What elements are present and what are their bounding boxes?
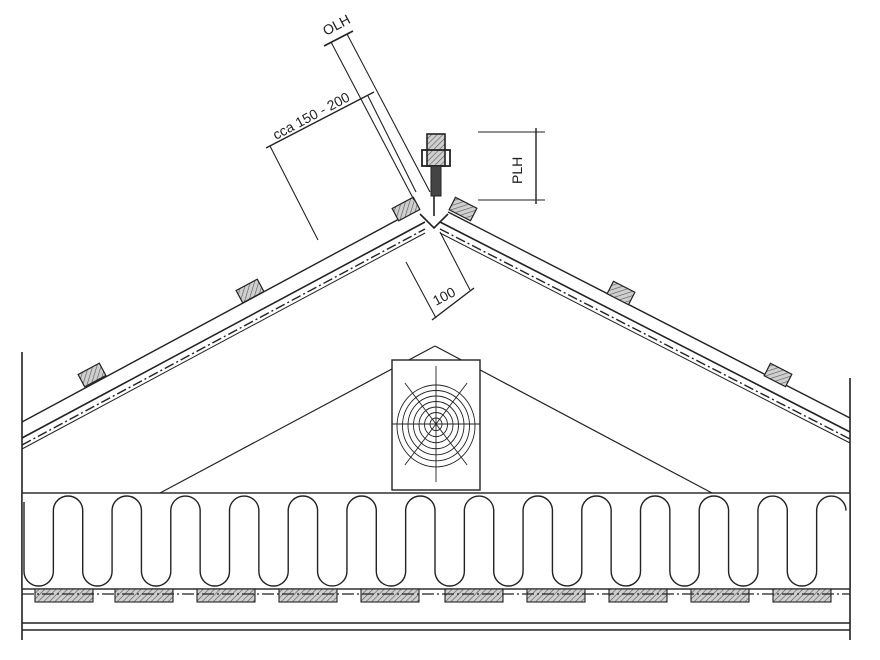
roof-batten — [77, 362, 107, 388]
range-dimension — [265, 91, 417, 241]
dimension-100-label: 100 — [430, 283, 458, 308]
ceiling-batten — [114, 588, 174, 603]
wood-ray — [404, 382, 437, 425]
ridge-batten — [421, 133, 451, 197]
roof-batten — [235, 278, 265, 304]
ceiling-batten — [360, 588, 420, 603]
ceiling-battens — [34, 588, 832, 603]
wood-ray — [404, 423, 437, 466]
plh-label: PLH — [509, 157, 525, 184]
dimension-100 — [405, 231, 475, 321]
ceiling-batten — [690, 588, 750, 603]
wood-ray — [435, 423, 468, 466]
ceiling-batten — [444, 588, 504, 603]
roof-batten — [606, 280, 636, 306]
ceiling-batten — [772, 588, 832, 603]
ceiling-batten — [526, 588, 586, 603]
roof-batten — [448, 196, 478, 222]
ceiling-batten — [196, 588, 256, 603]
plh-dimension — [478, 128, 545, 204]
roof-battens — [77, 196, 793, 388]
ceiling-batten — [34, 588, 94, 603]
right-roof-slope — [439, 211, 851, 444]
ridge-joint — [419, 196, 449, 230]
insulation-wave — [23, 495, 847, 587]
olh-dimension — [323, 30, 431, 201]
wood-ray — [435, 382, 468, 425]
roof-batten — [391, 196, 421, 222]
gable-outline — [159, 345, 713, 494]
insulation-layer — [21, 492, 851, 590]
roof-batten — [763, 362, 793, 388]
ridge-beam-section — [391, 359, 481, 491]
ceiling-batten — [608, 588, 668, 603]
left-roof-slope — [21, 211, 426, 450]
range-label: cca 150 - 200 — [270, 89, 353, 143]
base-lines — [22, 622, 850, 631]
ceiling-batten — [278, 588, 338, 603]
